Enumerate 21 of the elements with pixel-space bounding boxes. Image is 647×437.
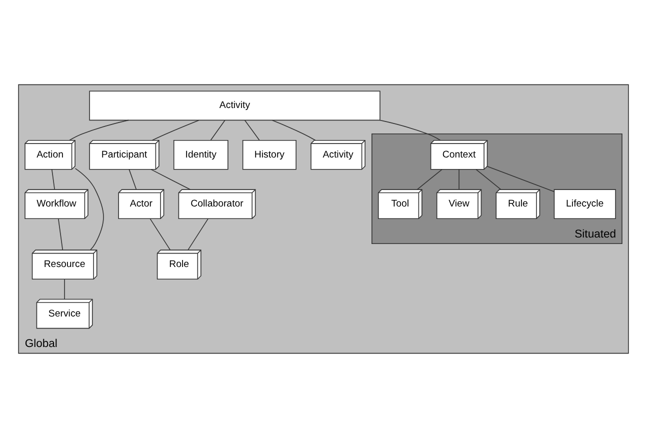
connector bbox=[476, 168, 502, 190]
connector bbox=[210, 119, 226, 140]
connector bbox=[74, 168, 104, 250]
connector bbox=[380, 119, 441, 140]
node-box: History bbox=[242, 139, 296, 170]
connector bbox=[58, 218, 64, 250]
node-box: Activity bbox=[89, 90, 380, 120]
connector bbox=[272, 119, 316, 140]
node-box: Identity bbox=[173, 139, 228, 170]
connector bbox=[244, 119, 260, 140]
connector bbox=[64, 278, 65, 299]
connector bbox=[69, 119, 129, 140]
connector bbox=[152, 119, 200, 140]
connector bbox=[150, 218, 171, 250]
node-box: Lifecycle bbox=[554, 188, 616, 218]
connector bbox=[51, 168, 55, 190]
connector bbox=[416, 168, 442, 190]
connector bbox=[150, 168, 191, 190]
connector bbox=[458, 168, 460, 190]
connector bbox=[188, 218, 208, 250]
connector bbox=[128, 168, 137, 190]
